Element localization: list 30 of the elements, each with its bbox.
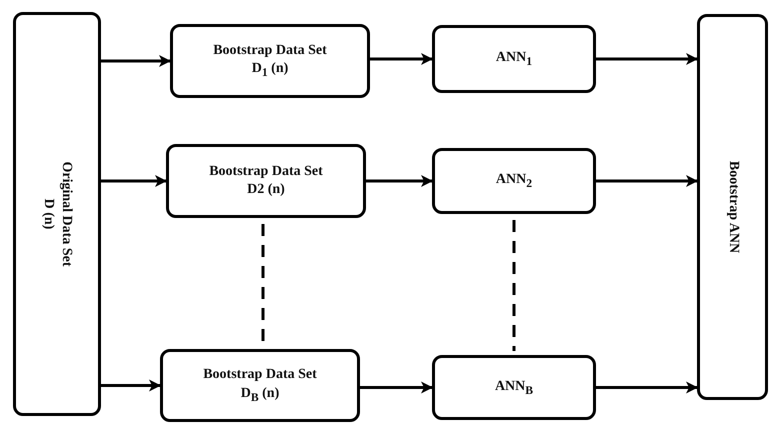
process-box xyxy=(170,24,370,98)
node-label: D$_{1}$ (n) xyxy=(252,60,288,80)
arrow xyxy=(370,53,433,65)
process-box xyxy=(432,148,596,214)
process-box xyxy=(432,25,596,93)
node-label: ANN$_{B}$ xyxy=(494,378,534,398)
node-label: ANN$_{2}$ xyxy=(496,171,532,191)
process-box xyxy=(166,144,366,218)
arrow xyxy=(596,382,698,394)
dashed-line xyxy=(512,220,516,351)
process-box xyxy=(160,349,360,422)
arrow xyxy=(101,380,161,392)
node-label: D2 (n) xyxy=(247,181,285,199)
process-bar xyxy=(13,12,101,416)
node-label: D$_{B}$ (n) xyxy=(240,384,280,405)
arrow xyxy=(596,53,698,65)
node-label: Bootstrap Data Set xyxy=(203,366,317,384)
node-label: Bootstrap Data Set xyxy=(209,162,323,181)
arrow xyxy=(366,175,433,187)
node-label: Original Data Set xyxy=(58,162,76,266)
arrow xyxy=(101,175,167,187)
node-label: Bootstrap ANN xyxy=(724,160,742,254)
process-box xyxy=(432,355,596,420)
arrow xyxy=(596,175,698,187)
node-label: D (n) xyxy=(40,198,57,230)
arrow xyxy=(101,55,171,67)
node-label: Bootstrap Data Set xyxy=(213,42,327,60)
node-label: ANN$_{1}$ xyxy=(496,49,532,69)
arrow xyxy=(360,382,433,394)
process-bar xyxy=(697,14,768,400)
